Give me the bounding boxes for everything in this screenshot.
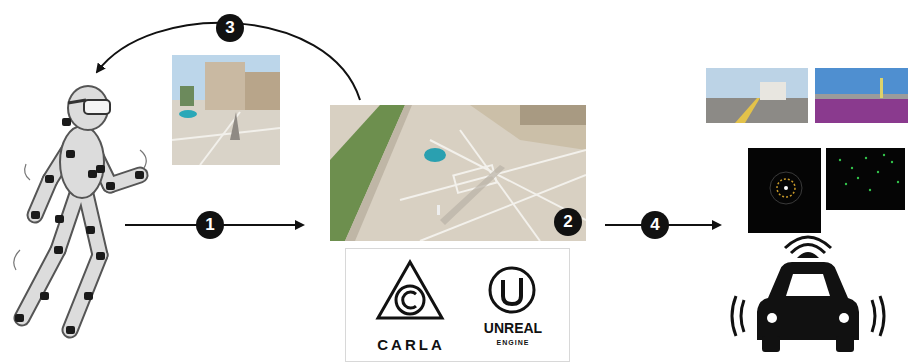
callout-number: 3 xyxy=(216,14,244,42)
carla-logo xyxy=(378,262,442,318)
callout-number: 1 xyxy=(196,211,224,239)
callout-number: 2 xyxy=(554,208,582,236)
engine-logo-box: CARLA UNREAL ENGINE xyxy=(345,248,570,362)
logo-text: ENGINE xyxy=(473,339,553,346)
rgb-image xyxy=(706,68,808,123)
logo-text: CARLA xyxy=(371,337,451,352)
lidar-image xyxy=(748,148,821,233)
unreal-logo xyxy=(490,268,534,312)
logo-text: UNREAL xyxy=(473,321,553,335)
callout-number: 4 xyxy=(641,211,669,239)
radar-image xyxy=(826,148,905,210)
segmentation-image xyxy=(815,68,908,123)
person-figure xyxy=(14,86,147,334)
simulation-image xyxy=(330,105,586,241)
vr-view-image xyxy=(172,55,280,165)
car-icon xyxy=(732,237,884,352)
